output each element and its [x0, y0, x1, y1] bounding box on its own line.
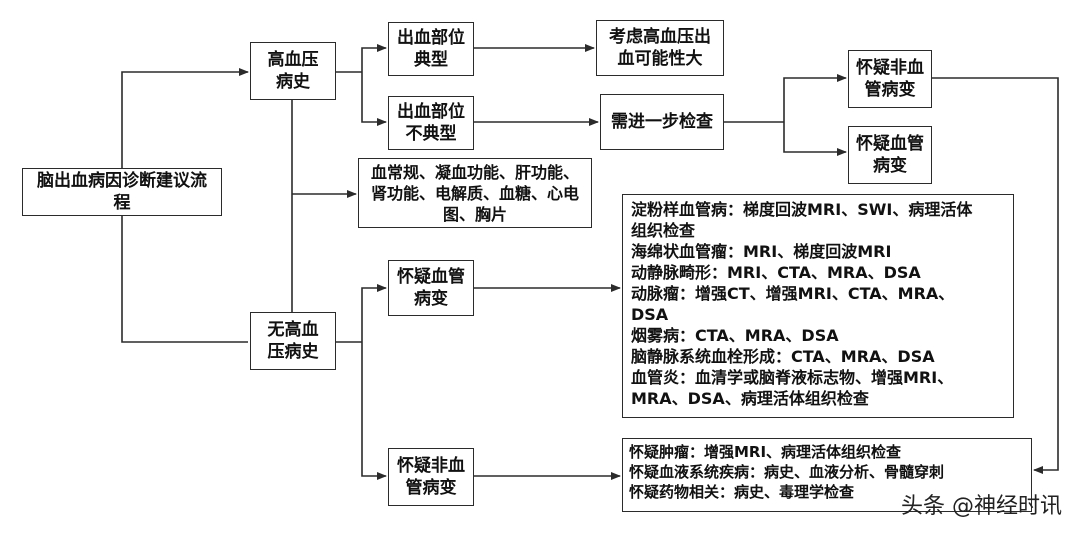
- suspect-vascular-node: 怀疑血管 病变: [388, 260, 474, 316]
- vascular-detail-line: 动静脉畸形：MRI、CTA、MRA、DSA: [631, 263, 921, 282]
- edge-hyp-to-atypical: [361, 72, 387, 126]
- typical-site-node: 出血部位 典型: [388, 22, 474, 76]
- suspect-nonvascular-top-node: 怀疑非血 管病变: [848, 50, 932, 108]
- vascular-detail-line: 烟雾病：CTA、MRA、DSA: [631, 326, 839, 345]
- root-node: 脑出血病因诊断建议流 程: [22, 168, 222, 216]
- suspect-vascular-top-node: 怀疑血管 病变: [848, 126, 932, 184]
- routine-tests-node: 血常规、凝血功能、肝功能、 肾功能、电解质、血糖、心电 图、胸片: [358, 158, 592, 228]
- edge-nohyp-to-vascular: [361, 284, 387, 342]
- further-exam-node: 需进一步检查: [600, 94, 724, 150]
- suspect-nonvascular-node: 怀疑非血 管病变: [388, 448, 474, 506]
- vascular-detail-line: DSA: [631, 305, 669, 324]
- suspect-vascular-label: 怀疑血管 病变: [397, 267, 465, 309]
- routine-tests-label: 血常规、凝血功能、肝功能、 肾功能、电解质、血糖、心电 图、胸片: [370, 162, 579, 224]
- nonvascular-detail-line: 怀疑血液系统疾病：病史、血液分析、骨髓穿刺: [629, 463, 945, 481]
- vascular-detail-line: 动脉瘤：增强CT、增强MRI、CTA、MRA、: [631, 284, 955, 303]
- typical-site-label: 出血部位 典型: [397, 28, 465, 70]
- consider-hypertensive-label: 考虑高血压出 血可能性大: [609, 27, 711, 69]
- further-exam-label: 需进一步检查: [611, 112, 713, 132]
- nonvascular-detail-line: 怀疑药物相关：病史、毒理学检查: [629, 483, 855, 501]
- watermark: 头条 @神经时讯: [901, 488, 1062, 520]
- root-node-label: 脑出血病因诊断建议流 程: [37, 171, 207, 213]
- vascular-detail-box: 淀粉样血管病：梯度回波MRI、SWI、病理活体 组织检查 海绵状血管瘤：MRI、…: [622, 194, 1014, 418]
- edge-hyp-to-typical: [361, 44, 387, 72]
- vascular-detail-line: 淀粉样血管病：梯度回波MRI、SWI、病理活体: [631, 200, 973, 219]
- suspect-vascular-top-label: 怀疑血管 病变: [856, 134, 924, 176]
- vascular-detail-line: 海绵状血管瘤：MRI、梯度回波MRI: [631, 242, 892, 261]
- atypical-site-node: 出血部位 不典型: [388, 96, 474, 150]
- edge-nohyp-to-nonvascular: [361, 342, 387, 480]
- hypertension-history-label: 高血压 病史: [267, 50, 319, 92]
- edge-root-to-no-hypertension: [121, 216, 248, 343]
- consider-hypertensive-node: 考虑高血压出 血可能性大: [596, 20, 724, 76]
- edge-further-to-vascular-top: [783, 122, 847, 156]
- nonvascular-detail-line: 怀疑肿瘤：增强MRI、病理活体组织检查: [629, 443, 902, 461]
- vascular-detail-line: MRA、DSA、病理活体组织检查: [631, 389, 869, 408]
- vascular-detail-line: 脑静脉系统血栓形成：CTA、MRA、DSA: [631, 347, 935, 366]
- edge-root-to-hypertension: [121, 68, 249, 168]
- watermark-handle: @神经时讯: [951, 494, 1062, 519]
- vascular-detail-line: 组织检查: [631, 221, 696, 240]
- no-hypertension-history-label: 无高血 压病史: [267, 320, 319, 362]
- suspect-nonvascular-top-label: 怀疑非血 管病变: [856, 58, 924, 100]
- atypical-site-label: 出血部位 不典型: [397, 102, 465, 144]
- vascular-detail-line: 血管炎：血清学或脑脊液标志物、增强MRI、: [631, 368, 954, 387]
- no-hypertension-history-node: 无高血 压病史: [250, 312, 336, 370]
- nonvascular-detail-box: 怀疑肿瘤：增强MRI、病理活体组织检查 怀疑血液系统疾病：病史、血液分析、骨髓穿…: [622, 438, 1032, 512]
- edge-further-to-nonvascular-top: [783, 74, 847, 122]
- watermark-prefix: 头条: [900, 494, 945, 519]
- suspect-nonvascular-label: 怀疑非血 管病变: [397, 456, 465, 498]
- hypertension-history-node: 高血压 病史: [250, 42, 336, 100]
- edge-top-nonvascular-to-detail: [932, 77, 1059, 474]
